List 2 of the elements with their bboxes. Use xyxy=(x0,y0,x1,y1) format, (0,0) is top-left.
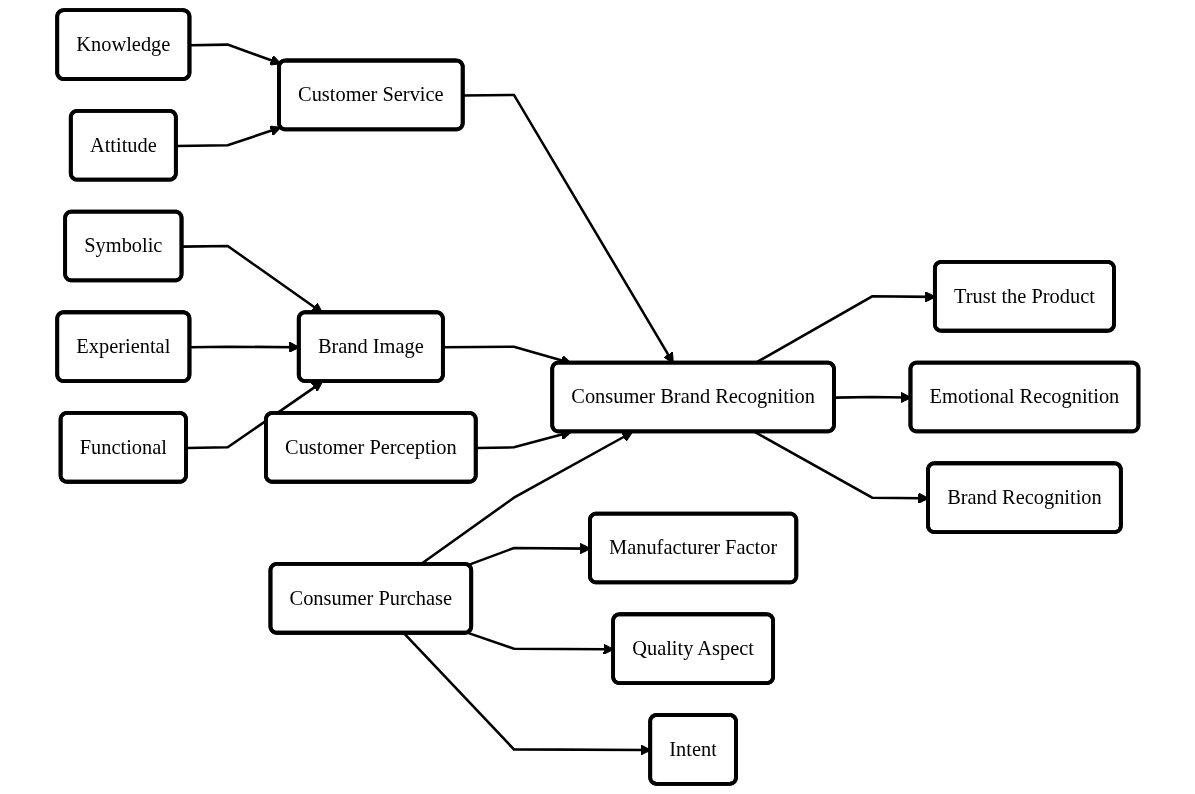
arrow xyxy=(176,125,282,148)
arrow xyxy=(186,381,323,450)
